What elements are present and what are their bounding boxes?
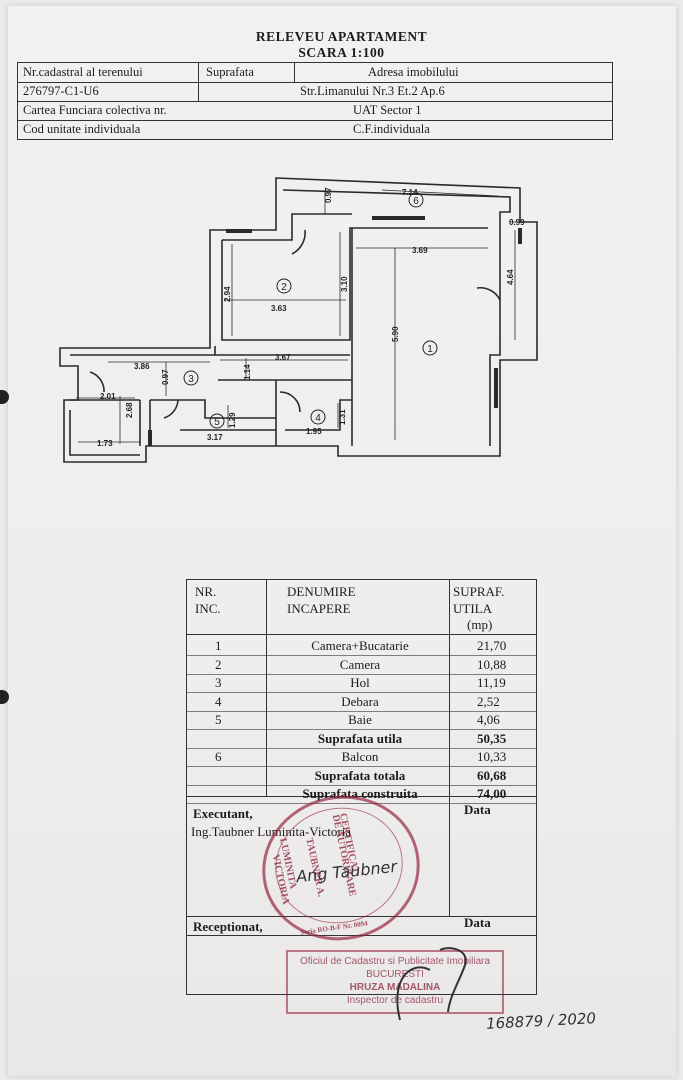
- date-label: Data: [464, 915, 491, 930]
- room-number: 2: [281, 282, 287, 293]
- row-area: 10,88: [477, 656, 507, 672]
- col-header-name: DENUMIRE: [287, 584, 356, 599]
- row-area: 4,06: [477, 712, 500, 727]
- row-area: 11,19: [477, 675, 506, 690]
- dimension-label: 1.29: [228, 412, 237, 428]
- dimension-label: 0.99: [509, 218, 525, 227]
- row-area: 74,00: [477, 786, 507, 801]
- col-header-nr: NR.: [195, 584, 217, 599]
- office-stamp-line: Oficiul de Cadastru si Publicitate Imobi…: [299, 956, 491, 967]
- uat-value: UAT Sector 1: [353, 103, 422, 117]
- row-area: 10,33: [477, 749, 507, 764]
- dimension-label: 1.73: [97, 439, 113, 448]
- row-nr: 4: [215, 693, 222, 709]
- col-header-nr: INC.: [195, 601, 221, 616]
- row-nr: 2: [215, 656, 222, 672]
- executant-label: Executant,: [193, 806, 253, 821]
- row-area: 60,68: [477, 767, 507, 783]
- office-stamp-line: Inspector de cadastru: [346, 995, 444, 1006]
- office-stamp: Oficiul de Cadastru si Publicitate Imobi…: [286, 950, 504, 1014]
- cadastral-value: 276797-C1-U6: [23, 84, 99, 98]
- document-scale: SCARA 1:100: [298, 45, 385, 60]
- room-number: 6: [413, 196, 419, 207]
- cadastral-label: Nr.cadastral al terenului: [23, 65, 143, 79]
- dimension-label: 1.95: [306, 427, 322, 436]
- dimension-label: 3.86: [134, 362, 150, 371]
- row-name: Suprafata utila: [317, 730, 403, 746]
- dimension-label: 1.14: [243, 364, 252, 380]
- dimension-label: 3.69: [412, 246, 428, 255]
- binder-hole: [0, 690, 9, 704]
- dimension-label: 3.10: [340, 276, 349, 292]
- cf-collective-label: Cartea Funciara colectiva nr.: [23, 103, 167, 117]
- dimension-label: 3.17: [207, 433, 223, 442]
- dimension-label: 4.64: [506, 269, 515, 285]
- room-number: 4: [315, 413, 321, 424]
- office-stamp-line: BUCURESTI: [366, 969, 424, 980]
- handwritten-mark: [396, 947, 467, 1021]
- floor-plan: 0.97 7.14 0.99 4.64 3.69 5.90 2.94 3.63 …: [59, 177, 538, 463]
- row-name: Balcon: [341, 749, 379, 764]
- row-nr: 5: [215, 712, 222, 727]
- receptionat-label: Receptionat,: [193, 919, 263, 934]
- dimension-label: 1.31: [338, 409, 347, 425]
- unit-code-label: Cod unitate individuala: [23, 122, 141, 136]
- header-info-table: Nr.cadastral al terenului Suprafata Adre…: [17, 62, 613, 140]
- date-label: Data: [464, 802, 491, 817]
- row-area: 2,52: [477, 693, 500, 709]
- row-nr: 3: [215, 675, 222, 690]
- binder-hole: [0, 390, 9, 404]
- row-area: 21,70: [477, 638, 507, 653]
- row-name: Suprafata construita: [302, 786, 418, 801]
- row-name: Baie: [348, 712, 372, 727]
- room-number: 5: [214, 417, 220, 428]
- col-header-name: INCAPERE: [287, 601, 351, 616]
- row-name: Camera+Bucatarie: [311, 638, 409, 653]
- room-number: 1: [427, 344, 433, 355]
- surface-label: Suprafata: [206, 65, 254, 79]
- document-title: RELEVEU APARTAMENT: [255, 29, 428, 44]
- row-name: Hol: [350, 675, 370, 690]
- row-name: Camera: [339, 656, 381, 672]
- room-number: 3: [188, 374, 194, 385]
- row-area: 50,35: [477, 730, 507, 746]
- row-name: Suprafata totala: [314, 767, 406, 783]
- dimension-label: 5.90: [391, 326, 400, 342]
- col-header-area: UTILA: [453, 601, 492, 616]
- rooms-table: NR. INC. DENUMIRE INCAPERE SUPRAF. UTILA…: [186, 579, 537, 995]
- dimension-label: 0.97: [161, 369, 170, 385]
- dimension-label: 0.97: [324, 187, 333, 203]
- dimension-label: 3.63: [271, 304, 287, 313]
- document-page: [8, 6, 676, 1076]
- office-stamp-line: HRUZA MADALINA: [349, 982, 441, 993]
- executant-name: Ing.Taubner Luminita-Victoria: [191, 824, 352, 839]
- row-nr: 1: [215, 638, 222, 653]
- dimension-label: 3.67: [275, 353, 291, 362]
- address-value: Str.Limanului Nr.3 Et.2 Ap.6: [300, 84, 445, 98]
- address-label: Adresa imobilului: [368, 65, 459, 79]
- dimension-label: 2.68: [125, 402, 134, 418]
- dimension-label: 2.94: [223, 286, 232, 302]
- row-nr: 6: [215, 749, 222, 764]
- row-name: Debara: [341, 693, 379, 709]
- col-header-area: (mp): [467, 617, 493, 632]
- dimension-label: 7.14: [402, 188, 418, 197]
- col-header-area: SUPRAF.: [453, 584, 505, 599]
- dimension-label: 2.01: [100, 392, 116, 401]
- cf-individual-label: C.F.individuala: [353, 122, 430, 136]
